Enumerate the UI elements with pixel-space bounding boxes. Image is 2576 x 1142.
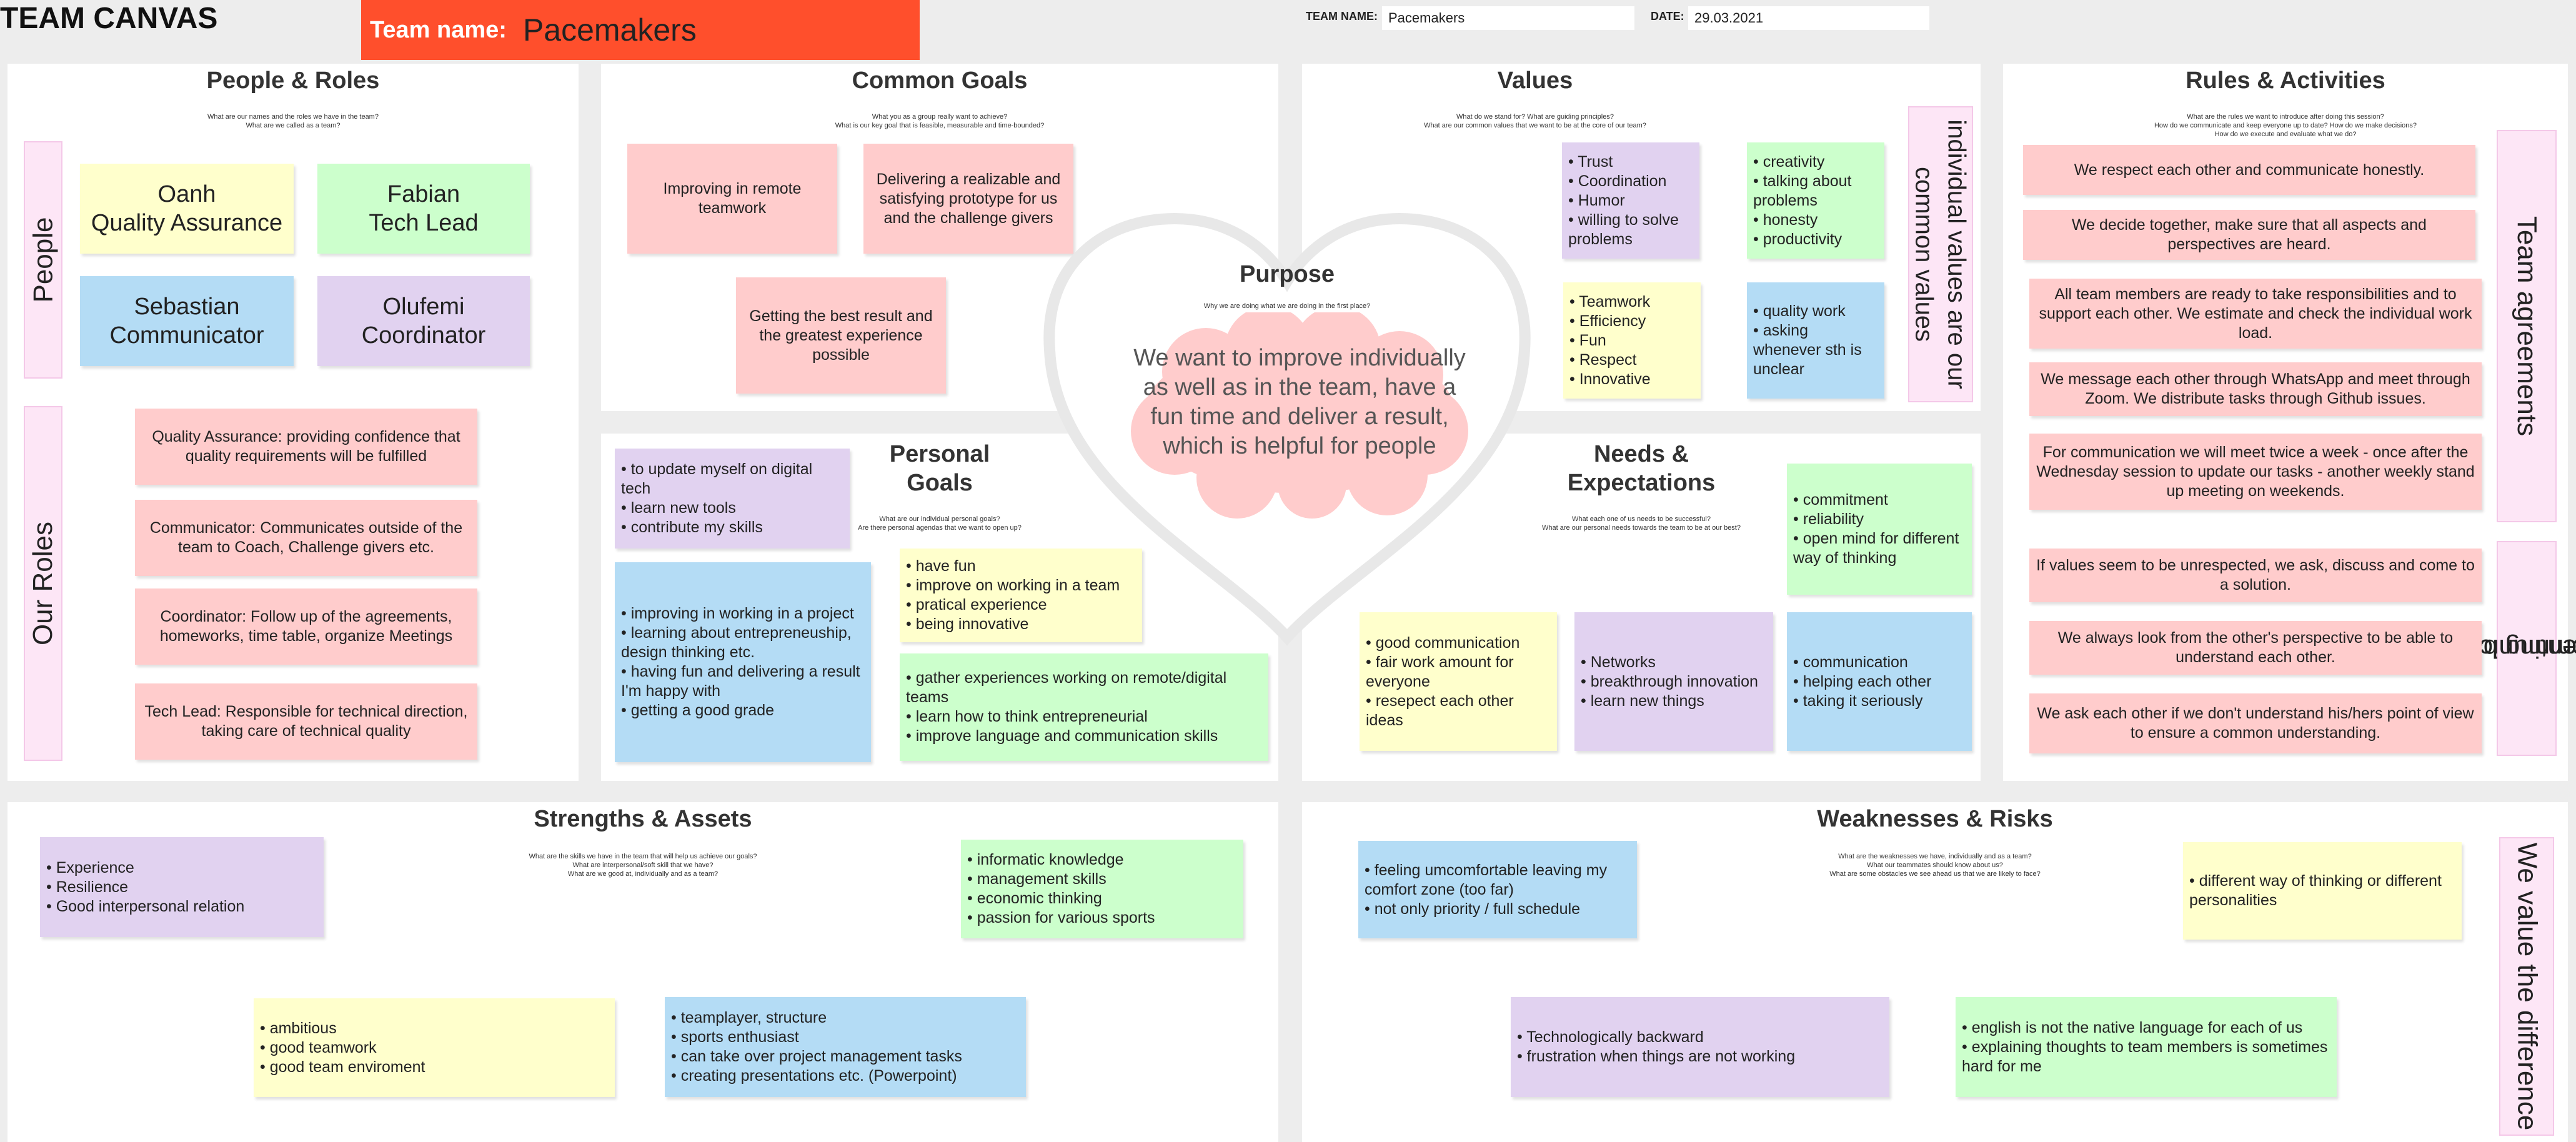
weakness-note[interactable]: Technologically backward frustration whe… [1511,997,1889,1097]
common-goal-note[interactable]: Improving in remote teamwork [627,144,837,254]
role-note[interactable]: Quality Assurance: providing confidence … [135,409,477,485]
value-difference-label: We value the difference [2499,837,2554,1136]
team-name-banner-label: Team name: [370,16,507,43]
personal-goals-subtitle-1: What are our individual personal goals? [879,515,1000,523]
cloud-shape [1131,312,1468,519]
role-note[interactable]: Communicator: Communicates outside of th… [135,500,477,576]
people-roles-subtitle-2: What are we called as a team? [246,122,341,129]
needs-subtitle-1: What each one of us needs to be successf… [1572,515,1711,523]
rule-note[interactable]: We always look from the other's perspect… [2029,621,2482,675]
value-note[interactable]: creativity talking about problems honest… [1747,142,1884,259]
need-note[interactable]: commitment reliability open mind for dif… [1787,464,1972,595]
personal-goal-note[interactable]: have fun improve on working in a team pr… [900,549,1142,642]
date-label: DATE: [1651,10,1684,22]
purpose-statement[interactable]: We want to improve individually as well … [1133,345,1466,459]
strength-note[interactable]: teamplayer, structure sports enthusiast … [665,997,1026,1097]
roles-label: Our Roles [24,406,62,761]
weaknesses-subtitle-1: What are the weaknesses we have, individ… [1838,853,2032,860]
need-note[interactable]: good communication fair work amount for … [1360,612,1557,751]
weaknesses-subtitle-2: What our teammates should know about us? [1867,861,2003,869]
personal-goals-subtitle-2: Are there personal agendas that we want … [858,524,1022,532]
values-title: Values [1497,67,1573,94]
rule-note[interactable]: If values seem to be unrespected, we ask… [2029,549,2482,602]
common-goals-subtitle-1: What you as a group really want to achie… [872,113,1008,121]
need-note[interactable]: Networks breakthrough innovation learn n… [1574,612,1773,751]
weaknesses-title: Weaknesses & Risks [1817,806,2053,832]
purpose-subtitle: Why we are doing what we are doing in th… [1203,302,1371,310]
common-goals-title: Common Goals [852,67,1028,94]
people-roles-title: People & Roles [206,67,380,94]
values-subtitle-2: What are our common values that we want … [1424,122,1646,129]
person-card[interactable]: Sebastian Communicator [80,276,294,366]
common-goal-note[interactable]: Delivering a realizable and satisfying p… [863,144,1073,254]
person-card[interactable]: Fabian Tech Lead [317,164,530,254]
value-note[interactable]: Teamwork Efficiency Fun Respect Innovati… [1563,282,1701,399]
rule-note[interactable]: We respect each other and communicate ho… [2023,145,2475,195]
preventing-bad-communication-label: Preventing bad communication [2423,541,2576,756]
rules-title: Rules & Activities [2186,67,2385,94]
rules-subtitle-1: What are the rules we want to introduce … [2187,113,2384,121]
strength-note[interactable]: informatic knowledge management skills e… [961,840,1243,938]
team-name-banner: Team name: Pacemakers [361,0,920,60]
strengths-title: Strengths & Assets [534,806,752,832]
personal-goals-title: Personal Goals [889,441,990,496]
role-note[interactable]: Coordinator: Follow up of the agreements… [135,588,477,665]
rule-note[interactable]: For communication we will meet twice a w… [2029,434,2482,510]
team-name-small-label: TEAM NAME: [1306,10,1378,22]
individual-values-label: individual values are our common values [1908,106,1973,402]
value-note[interactable]: Trust Coordination Humor willing to solv… [1562,142,1699,259]
team-name-field[interactable]: Pacemakers [1382,6,1634,30]
values-subtitle-1: What do we stand for? What are guiding p… [1456,113,1614,121]
date-field[interactable]: 29.03.2021 [1688,6,1929,30]
strengths-subtitle-2: What are interpersonal/soft skill that w… [572,861,714,869]
rule-note[interactable]: We message each other through WhatsApp a… [2029,362,2482,416]
people-label: People [24,141,62,379]
personal-goal-note[interactable]: improving in working in a project learni… [615,562,871,762]
personal-goal-note[interactable]: to update myself on digital tech learn n… [615,449,850,549]
strength-note[interactable]: Experience Resilience Good interpersonal… [40,837,324,937]
people-roles-subtitle-1: What are our names and the roles we have… [207,113,379,121]
weaknesses-subtitle-3: What are some obstacles we see ahead us … [1829,870,2041,878]
common-goal-note[interactable]: Getting the best result and the greatest… [736,277,946,394]
strength-note[interactable]: ambitious good teamwork good team enviro… [254,998,615,1097]
role-note[interactable]: Tech Lead: Responsible for technical dir… [135,683,477,760]
weakness-note[interactable]: different way of thinking or different p… [2183,842,2462,940]
personal-goal-note[interactable]: gather experiences working on remote/dig… [900,653,1268,761]
common-goals-subtitle-2: What is our key goal that is feasible, m… [835,122,1045,129]
canvas-title: TEAM CANVAS [0,2,218,35]
person-card[interactable]: Oanh Quality Assurance [80,164,294,254]
team-name-banner-value[interactable]: Pacemakers [522,12,697,47]
purpose-title: Purpose [1239,261,1335,287]
strengths-subtitle-3: What are we good at, individually and as… [567,870,719,878]
value-note[interactable]: quality work asking whenever sth is uncl… [1747,282,1884,399]
weakness-note[interactable]: english is not the native language for e… [1956,997,2337,1097]
needs-title: Needs & Expectations [1567,441,1716,496]
rule-note[interactable]: We decide together, make sure that all a… [2023,210,2475,260]
need-note[interactable]: communication helping each other taking … [1787,612,1972,751]
rules-subtitle-3: How do we execute and evaluate what we d… [2214,131,2357,138]
needs-subtitle-2: What are our personal needs towards the … [1542,524,1741,532]
team-agreements-label: Team agreements [2497,130,2557,522]
person-card[interactable]: Olufemi Coordinator [317,276,530,366]
rule-note[interactable]: All team members are ready to take respo… [2029,279,2482,349]
rule-note[interactable]: We ask each other if we don't understand… [2029,693,2482,753]
weakness-note[interactable]: feeling umcomfortable leaving my comfort… [1358,841,1637,938]
strengths-subtitle-1: What are the skills we have in the team … [529,853,757,860]
rules-subtitle-2: How do we communicate and keep everyone … [2154,122,2417,129]
